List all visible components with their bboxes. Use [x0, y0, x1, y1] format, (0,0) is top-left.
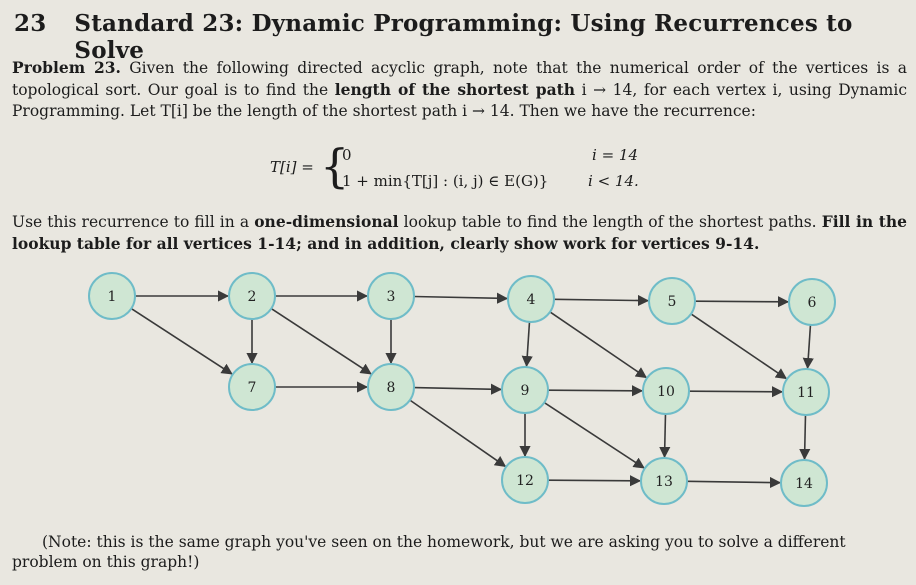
vertex-circle: [501, 366, 549, 414]
vertex-2: 2: [228, 272, 276, 320]
edge-5-6: [694, 296, 790, 308]
vertex-label: 6: [808, 295, 817, 311]
edge-10-11: [688, 386, 784, 398]
edge-4-10: [549, 311, 648, 379]
instructions-text-a: Use this recurrence to fill in a: [12, 213, 255, 231]
vertex-label: 2: [248, 289, 257, 305]
vertex-14: 14: [780, 459, 828, 507]
instructions-bold-a: one-dimensional: [254, 212, 399, 231]
instructions-bold-b: Fill in the lookup table for all vertice…: [12, 212, 907, 253]
vertex-label: 8: [387, 380, 396, 396]
vertex-9: 9: [501, 366, 549, 414]
edge-10-13: [659, 413, 671, 459]
recurrence-case2-value: 1 + min{T[j] : (i, j) ∈ E(G)}: [342, 172, 549, 190]
section-title: Standard 23: Dynamic Programming: Using …: [74, 10, 853, 64]
edge-1-7: [130, 307, 233, 375]
edge-12-13: [547, 475, 642, 487]
problem-bold-a: length of the shortest path: [334, 80, 576, 99]
problem-statement: Problem 23. Given the following directed…: [12, 57, 907, 122]
problem-text-a: Given the following directed acyclic gra…: [12, 59, 907, 99]
vertex-circle: [640, 457, 688, 505]
vertex-label: 10: [657, 384, 675, 400]
vertex-label: 7: [248, 380, 257, 396]
recurrence-case1-value: 0: [342, 146, 352, 164]
vertex-3: 3: [367, 272, 415, 320]
vertex-circle: [788, 278, 836, 326]
edge-3-4: [413, 292, 509, 304]
vertex-circle: [367, 272, 415, 320]
problem-text-b: i → 14, for each vertex i, using Dynamic…: [12, 81, 908, 120]
vertex-13: 13: [640, 457, 688, 505]
vertex-label: 3: [387, 289, 396, 305]
vertex-1: 1: [88, 272, 136, 320]
instructions: Use this recurrence to fill in a one-dim…: [12, 211, 907, 255]
edge-9-13: [543, 401, 645, 469]
footnote: (Note: this is the same graph you've see…: [12, 533, 846, 571]
vertex-7: 7: [228, 363, 276, 411]
vertex-label: 11: [797, 385, 815, 401]
vertex-label: 14: [795, 476, 813, 492]
edge-5-11: [690, 313, 788, 380]
vertex-label: 4: [527, 292, 536, 308]
vertex-circle: [228, 272, 276, 320]
vertex-4: 4: [507, 275, 555, 323]
vertex-circle: [507, 275, 555, 323]
recurrence-lhs: T[i] =: [270, 158, 314, 176]
edge-8-12: [409, 399, 507, 467]
vertex-circle: [782, 368, 830, 416]
recurrence-brace: {: [320, 139, 350, 193]
vertex-circle: [648, 277, 696, 325]
problem-label: Problem 23.: [12, 58, 121, 77]
vertex-label: 1: [108, 289, 117, 305]
vertex-11: 11: [782, 368, 830, 416]
vertex-circle: [642, 367, 690, 415]
section-number: 23: [14, 10, 47, 37]
recurrence-case1-condition: i = 14: [592, 146, 638, 164]
vertex-label: 12: [516, 473, 534, 489]
edge-8-9: [413, 383, 503, 395]
vertex-circle: [228, 363, 276, 411]
vertex-circle: [780, 459, 828, 507]
vertex-circle: [501, 456, 549, 504]
edge-4-5: [553, 294, 650, 307]
edge-4-9: [521, 321, 533, 368]
edge-13-14: [686, 476, 782, 489]
vertex-12: 12: [501, 456, 549, 504]
edge-6-11: [802, 324, 814, 370]
recurrence-case2-condition: i < 14.: [588, 172, 639, 190]
vertex-label: 13: [655, 474, 673, 490]
edges-layer: [130, 290, 814, 489]
edge-2-8: [270, 307, 372, 375]
recurrence-equation: T[i] = { 0 i = 14 1 + min{T[j] : (i, j) …: [270, 139, 690, 198]
vertex-circle: [367, 363, 415, 411]
instructions-text-b: lookup table to find the length of the s…: [398, 213, 822, 231]
edge-11-14: [799, 414, 811, 461]
vertex-6: 6: [788, 278, 836, 326]
edge-9-10: [547, 385, 644, 397]
vertex-circle: [88, 272, 136, 320]
vertex-10: 10: [642, 367, 690, 415]
vertex-5: 5: [648, 277, 696, 325]
section-heading: 23 Standard 23: Dynamic Programming: Usi…: [14, 10, 904, 64]
vertex-label: 9: [521, 383, 530, 399]
vertex-8: 8: [367, 363, 415, 411]
vertex-label: 5: [668, 294, 677, 310]
